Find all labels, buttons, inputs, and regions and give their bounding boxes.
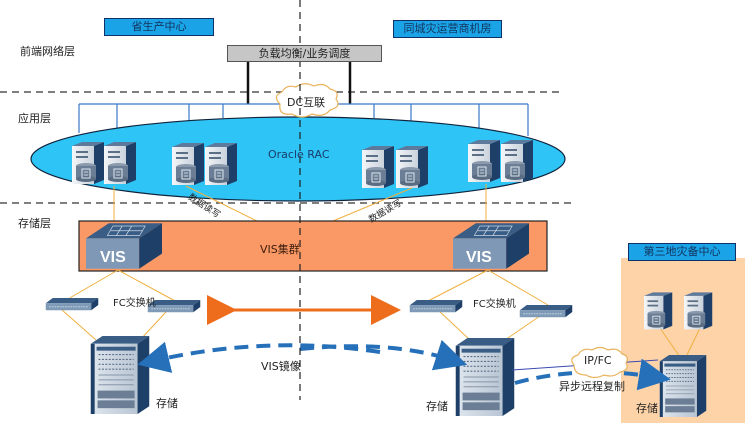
ip-fc-cloud-icon bbox=[571, 346, 628, 379]
data-rw-links bbox=[113, 184, 487, 222]
layer-label-storage: 存储层 bbox=[18, 217, 51, 230]
server-icon bbox=[104, 141, 137, 184]
server-icon bbox=[644, 291, 673, 330]
fc-links bbox=[61, 269, 701, 358]
vis-node-label-right: VIS bbox=[466, 249, 492, 266]
storage-rack-third bbox=[659, 355, 707, 417]
server-icon bbox=[396, 145, 429, 188]
fc-switch-icon bbox=[409, 300, 463, 313]
site-label-third: 第三地灾备中心 bbox=[628, 243, 736, 261]
fc-switch-icon bbox=[519, 305, 573, 318]
storage-rack-left bbox=[90, 336, 150, 414]
layer-label-frontend: 前端网络层 bbox=[20, 45, 75, 58]
storage-label-third: 存储 bbox=[636, 402, 658, 415]
async-replication-label: 异步远程复制 bbox=[559, 380, 625, 393]
storage-rack-right bbox=[455, 338, 515, 416]
server-icon bbox=[684, 291, 713, 330]
fc-switch-label-left: FC交换机 bbox=[113, 298, 156, 309]
server-icon bbox=[72, 141, 105, 184]
dc-interconnect-label: DC互联 bbox=[287, 96, 326, 109]
fc-switch-label-right: FC交换机 bbox=[473, 299, 516, 310]
layer-label-application: 应用层 bbox=[18, 112, 51, 125]
vis-mirror-label: VIS镜像 bbox=[261, 360, 301, 373]
load-balancer-box: 负载均衡/业务调度 bbox=[227, 45, 382, 62]
server-icon bbox=[172, 142, 205, 185]
site-label-primary: 省生产中心 bbox=[104, 18, 214, 36]
vis-mirror-arrow bbox=[137, 341, 381, 373]
storage-label-right: 存储 bbox=[426, 400, 448, 413]
ip-fc-label: IP/FC bbox=[584, 354, 612, 367]
server-icon bbox=[205, 142, 238, 185]
server-icon bbox=[468, 139, 501, 182]
vis-cluster-label: VIS集群 bbox=[260, 243, 300, 256]
storage-label-left: 存储 bbox=[156, 397, 178, 410]
fc-switch-icon bbox=[45, 298, 99, 311]
vis-mirror-arrow bbox=[299, 339, 468, 371]
vis-node-label-left: VIS bbox=[100, 249, 126, 266]
server-icon bbox=[501, 139, 534, 182]
oracle-rac-label: Oracle RAC bbox=[268, 148, 330, 161]
site-label-secondary: 同城灾运营商机房 bbox=[393, 20, 502, 38]
server-icon bbox=[362, 145, 395, 188]
dc-cloud-icon bbox=[275, 83, 339, 118]
